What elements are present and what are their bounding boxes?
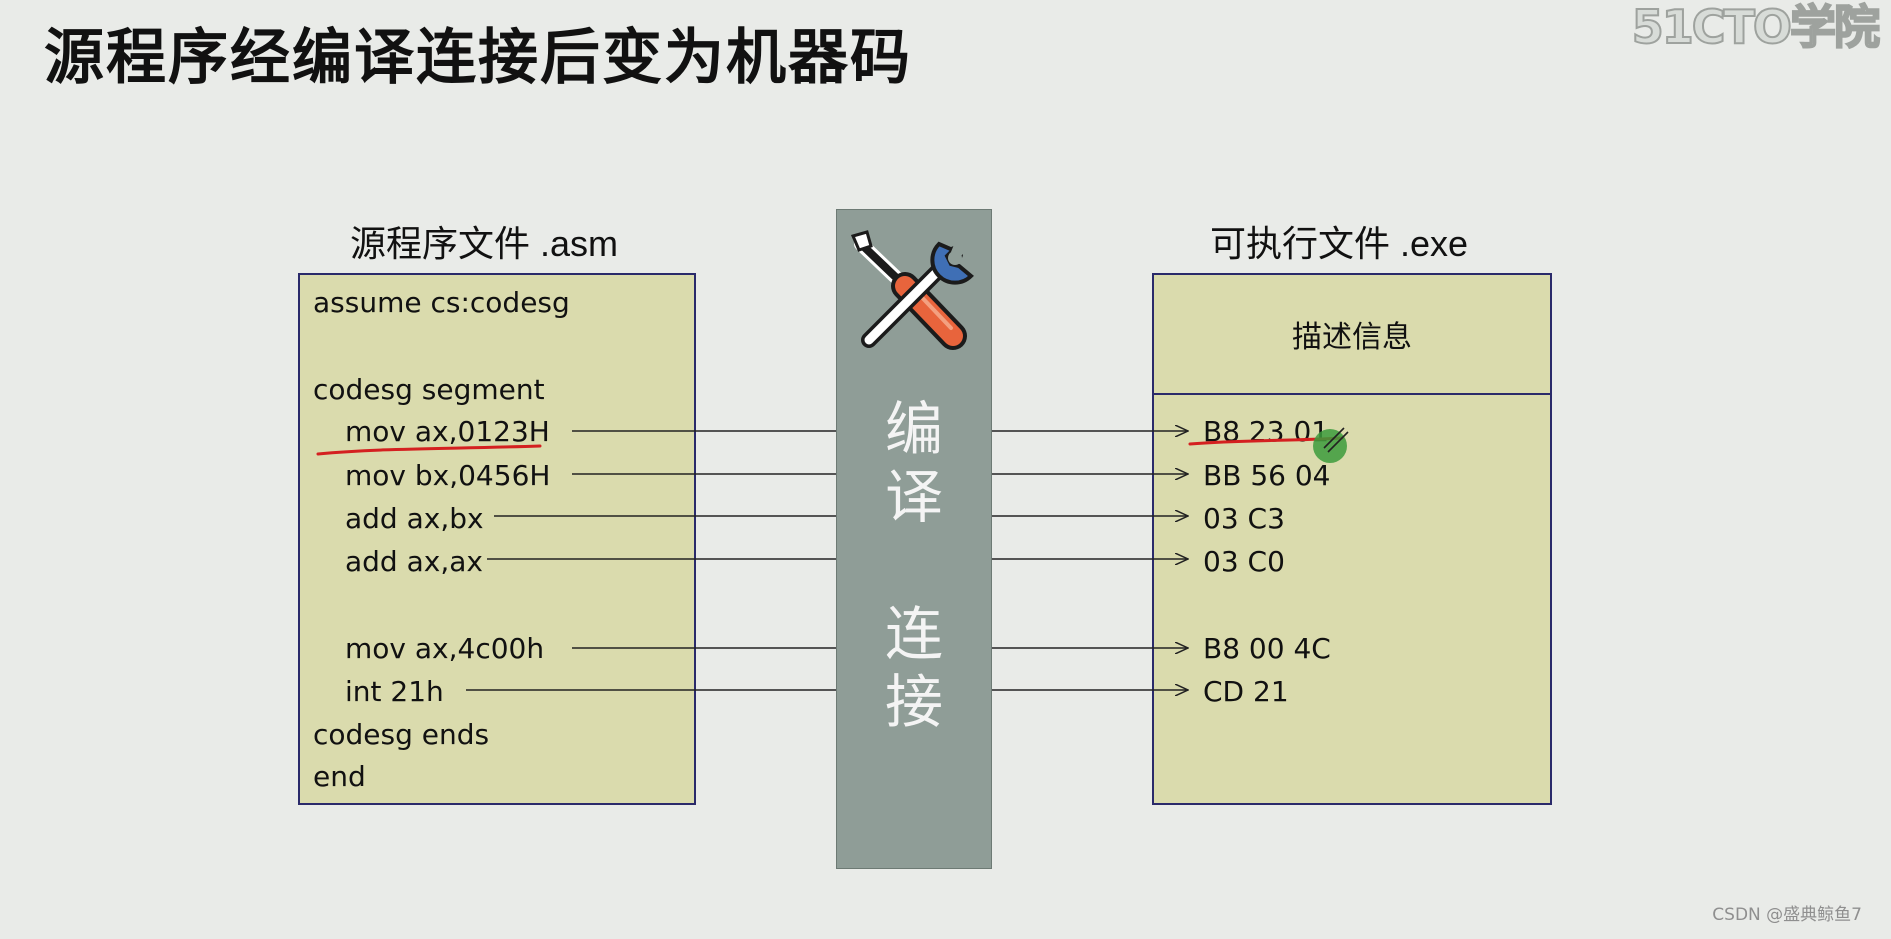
machine-code-line: BB 56 04: [1203, 459, 1331, 492]
code-line: int 21h: [345, 675, 444, 708]
compile-char: 译: [884, 463, 943, 531]
code-line: assume cs:codesg: [313, 286, 570, 319]
compile-link-bar: 编 译 连 接: [836, 209, 992, 869]
link-char: 接: [884, 668, 943, 736]
code-line: mov ax,4c00h: [345, 632, 545, 665]
code-line: mov bx,0456H: [345, 459, 551, 492]
pen-cursor-icon: [1323, 427, 1349, 453]
machine-code-line: 03 C3: [1203, 502, 1285, 535]
source-file-caption: 源程序文件 .asm: [350, 223, 619, 264]
watermark: CSDN @盛典鲸鱼7: [1712, 905, 1862, 925]
code-line: codesg ends: [313, 718, 490, 751]
brand-logo: 51CTO学院: [1631, 0, 1881, 54]
exe-header-section: 描述信息: [1154, 275, 1550, 395]
code-line: end: [313, 760, 366, 793]
slide-title: 源程序经编译连接后变为机器码: [44, 23, 912, 93]
tools-icon: [850, 230, 974, 350]
compile-char: 编: [884, 395, 943, 463]
exe-file-box: 描述信息 B8 23 01 BB 56 04 03 C3 03 C0 B8 00…: [1152, 273, 1552, 805]
red-underline-annotation: [316, 444, 542, 456]
machine-code-line: 03 C0: [1203, 545, 1285, 578]
source-code-box: assume cs:codesg codesg segment mov ax,0…: [298, 273, 696, 805]
link-char: 连: [884, 600, 943, 668]
exe-file-caption: 可执行文件 .exe: [1210, 223, 1469, 264]
machine-code-line: CD 21: [1203, 675, 1289, 708]
exe-header-text: 描述信息: [1292, 320, 1412, 355]
cursor-highlight: [1313, 429, 1347, 463]
machine-code-line: B8 00 4C: [1203, 632, 1331, 665]
code-line: add ax,bx: [345, 502, 484, 535]
code-line: mov ax,0123H: [345, 415, 550, 448]
code-line: codesg segment: [313, 373, 545, 406]
code-line: add ax,ax: [345, 545, 483, 578]
